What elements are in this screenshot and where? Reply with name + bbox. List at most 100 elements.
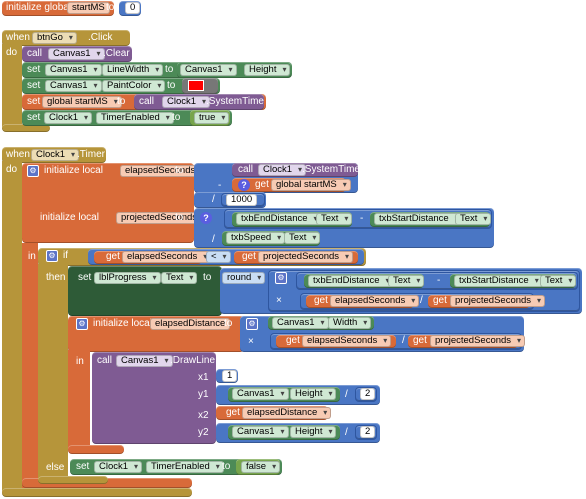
canvas-dropdown[interactable]: Canvas1 — [232, 426, 289, 438]
number-value[interactable]: 1000 — [226, 194, 258, 206]
method-systemtime: .SystemTime — [206, 96, 264, 107]
number-value[interactable]: 2 — [360, 426, 376, 438]
minus-operator: - — [218, 180, 222, 191]
method-drawline: .DrawLine — [170, 355, 216, 366]
init-local-distance-body-left — [68, 350, 90, 450]
property-dropdown[interactable]: Text — [388, 275, 425, 287]
canvas-dropdown[interactable]: Canvas1 — [116, 355, 173, 367]
textbox-dropdown[interactable]: txbStartDistance — [454, 275, 543, 287]
set-label: set — [27, 64, 41, 75]
set-label: set — [27, 96, 41, 107]
gear-icon[interactable]: ⚙ — [76, 318, 88, 330]
else-label: else — [46, 462, 65, 473]
property-dropdown[interactable]: TimerEnabled — [96, 112, 174, 124]
method-systemtime: .SystemTime — [302, 164, 360, 175]
local-var-dropdown[interactable]: projectedSeconds — [450, 295, 546, 307]
canvas-dropdown[interactable]: Canvas1 — [180, 64, 237, 76]
boolean-dropdown[interactable]: false — [241, 461, 281, 473]
clock-dropdown[interactable]: Clock1 — [162, 96, 211, 108]
canvas-dropdown[interactable]: Canvas1 — [45, 80, 102, 92]
init-local-label: initialize local — [44, 165, 103, 176]
init-local-footer — [22, 478, 192, 488]
property-dropdown[interactable]: Height — [244, 64, 291, 76]
event-name: .Timer — [77, 149, 105, 160]
property-dropdown[interactable]: LineWidth — [102, 64, 164, 76]
divide-operator: / — [420, 295, 423, 306]
gear-icon[interactable]: ⚙ — [27, 165, 39, 177]
event-btngo-body-left — [2, 44, 22, 129]
boolean-dropdown[interactable]: true — [194, 112, 230, 124]
property-dropdown[interactable]: Height — [290, 388, 337, 400]
minus-operator: - — [437, 275, 441, 286]
local-var-name[interactable]: elapsedSeconds — [120, 165, 201, 177]
property-dropdown[interactable]: Text — [455, 213, 492, 225]
textbox-dropdown[interactable]: txbEndDistance — [308, 275, 394, 287]
to-label: to — [117, 96, 126, 107]
canvas-dropdown[interactable]: Canvas1 — [45, 64, 102, 76]
to-label: to — [224, 318, 233, 329]
component-dropdown[interactable]: Clock1 — [31, 149, 80, 161]
canvas-dropdown[interactable]: Canvas1 — [232, 388, 289, 400]
get-label: get — [413, 335, 427, 346]
times-operator: × — [276, 295, 282, 306]
property-dropdown[interactable]: Height — [290, 426, 337, 438]
to-label: to — [175, 165, 184, 176]
get-label: get — [226, 407, 240, 418]
local-var-name[interactable]: projectedSeconds — [116, 212, 203, 224]
label-dropdown[interactable]: lblProgress — [94, 272, 161, 284]
if-body-left — [38, 264, 68, 478]
red-color-swatch[interactable] — [188, 80, 204, 91]
property-dropdown[interactable]: PaintColor — [102, 80, 166, 92]
component-dropdown[interactable]: btnGo — [32, 32, 77, 44]
local-var-name[interactable]: elapsedDistance — [150, 318, 231, 330]
get-label: get — [242, 251, 256, 262]
property-dropdown[interactable]: Text — [316, 213, 353, 225]
clock-dropdown[interactable]: Clock1 — [94, 461, 143, 473]
local-var-dropdown[interactable]: elapsedDistance — [242, 407, 332, 419]
question-mark-icon: ? — [200, 212, 212, 224]
init-local-body-left — [22, 243, 38, 488]
call-drawline-block[interactable] — [92, 352, 216, 444]
canvas-dropdown[interactable]: Canvas1 — [48, 48, 105, 60]
local-var-dropdown[interactable]: projectedSeconds — [430, 335, 526, 347]
get-label: get — [255, 179, 269, 190]
local-var-dropdown[interactable]: elapsedSeconds — [330, 295, 420, 307]
local-var-dropdown[interactable]: elapsedSeconds — [302, 335, 392, 347]
times-operator: × — [248, 336, 254, 347]
clock-dropdown[interactable]: Clock1 — [258, 164, 307, 176]
round-dropdown[interactable]: round — [222, 272, 266, 284]
set-label: set — [27, 80, 41, 91]
property-dropdown[interactable]: TimerEnabled — [146, 461, 224, 473]
gear-icon[interactable]: ⚙ — [46, 250, 58, 262]
comparison-dropdown[interactable]: < — [206, 251, 231, 263]
gear-icon[interactable]: ⚙ — [275, 272, 287, 284]
to-label: to — [165, 64, 174, 75]
textbox-dropdown[interactable]: txbStartDistance — [374, 213, 463, 225]
param-x2-label: x2 — [198, 410, 209, 421]
global-var-dropdown[interactable]: global startMS — [42, 96, 122, 108]
when-label: when — [6, 32, 30, 43]
property-dropdown[interactable]: Text — [284, 232, 321, 244]
textbox-dropdown[interactable]: txbEndDistance — [236, 213, 322, 225]
number-value[interactable]: 2 — [360, 388, 376, 400]
in-label: in — [76, 356, 84, 367]
param-y1-label: y1 — [198, 389, 209, 400]
canvas-dropdown[interactable]: Canvas1 — [272, 317, 329, 329]
global-var-dropdown[interactable]: global startMS — [271, 179, 351, 191]
init-local-label: initialize local — [40, 212, 99, 223]
event-btngo-footer — [2, 124, 50, 132]
divide-operator: / — [402, 335, 405, 346]
textbox-dropdown[interactable]: txbSpeed — [226, 232, 286, 244]
global-var-name[interactable]: startMS — [67, 2, 110, 14]
method-clear: .Clear — [103, 48, 130, 59]
call-label: call — [97, 355, 113, 366]
gear-icon[interactable]: ⚙ — [246, 318, 258, 330]
property-dropdown[interactable]: Width — [328, 317, 372, 329]
local-var-dropdown[interactable]: elapsedSeconds — [122, 251, 212, 263]
clock-dropdown[interactable]: Clock1 — [44, 112, 93, 124]
local-var-dropdown[interactable]: projectedSeconds — [258, 251, 354, 263]
property-dropdown[interactable]: Text — [161, 272, 198, 284]
property-dropdown[interactable]: Text — [540, 275, 577, 287]
number-value[interactable]: 1 — [222, 370, 238, 382]
number-value[interactable]: 0 — [125, 2, 141, 14]
